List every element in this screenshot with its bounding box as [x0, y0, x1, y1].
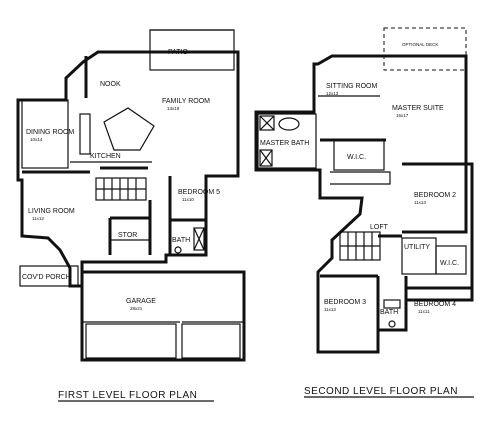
label-kitchen: KITCHEN	[90, 153, 121, 160]
label-bed4-wic: W.I.C.	[440, 260, 459, 267]
label-master-suite-size: 15x17	[396, 113, 409, 118]
label-master-wic: W.I.C.	[347, 154, 366, 161]
label-garage: GARAGE	[126, 298, 156, 305]
kitchen-counter	[79, 113, 91, 155]
label-bedroom-2: BEDROOM 2	[414, 192, 456, 199]
master-wic-walls	[333, 139, 385, 171]
master-bath-walls	[257, 113, 317, 169]
label-family-room-size: 13x19	[167, 106, 180, 111]
label-bath: BATH	[172, 237, 190, 244]
label-master-bath: MASTER BATH	[260, 140, 309, 147]
kitchen-island	[103, 107, 155, 151]
label-bath-2: BATH	[380, 309, 398, 316]
label-dining-room: DINING ROOM	[26, 129, 74, 136]
second-level-plan: OPTIONAL DECK SITTING ROOM 12x13 MASTER …	[254, 27, 474, 398]
label-bedroom-4: BEDROOM 4	[414, 301, 456, 308]
label-patio: PATIO	[168, 49, 189, 56]
label-living-room-size: 11x12	[32, 216, 44, 221]
patio-outline	[149, 29, 235, 71]
first-level-plan: PATIO NOOK FAMILY ROOM 13x19 DINING ROOM…	[16, 29, 246, 402]
label-bedroom-2-size: 11x13	[414, 200, 426, 205]
toilet-fixture	[174, 246, 182, 254]
label-bedroom-4-size: 11x11	[418, 309, 430, 314]
label-bedroom-5: BEDROOM 5	[178, 189, 220, 196]
label-bedroom-3-size: 11x13	[324, 307, 336, 312]
label-garage-size: 28x21	[130, 306, 143, 311]
optional-deck	[383, 27, 467, 71]
stair-first-level	[95, 177, 147, 201]
label-family-room: FAMILY ROOM	[162, 98, 210, 105]
bedroom-2-walls	[402, 162, 468, 234]
label-nook: NOOK	[100, 81, 121, 88]
second-level-outer-wall	[254, 54, 474, 354]
stair-second-level	[339, 231, 381, 261]
label-optional-deck: OPTIONAL DECK	[402, 42, 438, 47]
caption-first-level: FIRST LEVEL FLOOR PLAN	[58, 390, 197, 401]
label-sitting-room-size: 12x13	[326, 91, 339, 96]
garage-walls	[80, 270, 246, 362]
label-utility: UTILITY	[404, 244, 430, 251]
label-sitting-room: SITTING ROOM	[326, 83, 378, 90]
caption-second-level: SECOND LEVEL FLOOR PLAN	[304, 386, 458, 397]
label-bedroom-5-size: 11x10	[182, 197, 194, 202]
label-covd-porch: COV'D PORCH	[22, 274, 71, 281]
tub-fixture	[278, 117, 300, 131]
bed4-wic-walls	[435, 245, 467, 275]
label-master-suite: MASTER SUITE	[392, 105, 444, 112]
bath-fixture	[193, 227, 205, 251]
covered-porch	[19, 265, 79, 287]
label-living-room: LIVING ROOM	[28, 208, 75, 215]
label-stor: STOR	[118, 232, 137, 239]
label-bedroom-3: BEDROOM 3	[324, 299, 366, 306]
label-loft: LOFT	[370, 224, 389, 231]
label-dining-room-size: 10x14	[30, 137, 43, 142]
dining-room-walls	[21, 99, 69, 169]
